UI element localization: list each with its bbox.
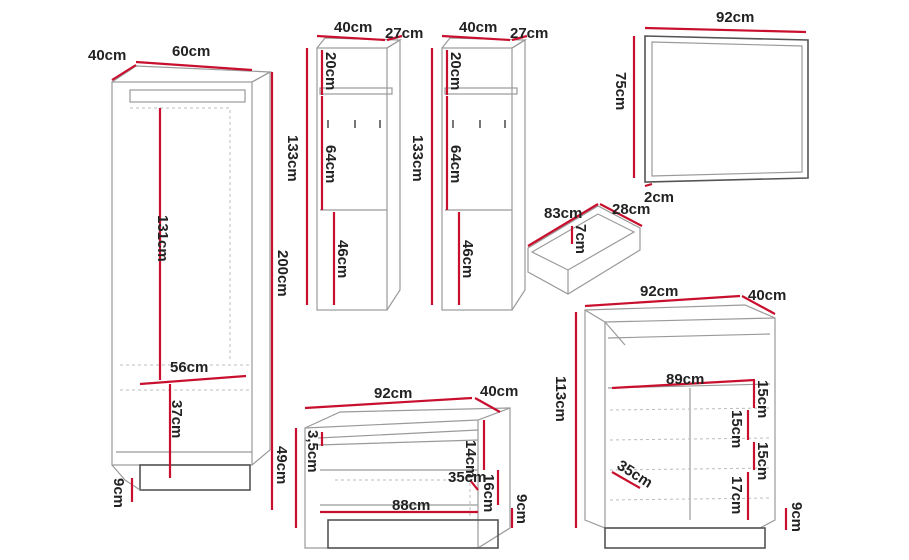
bench-top-label: 3,5cm: [304, 430, 321, 473]
hanger-left-width-label: 40cm: [334, 19, 372, 36]
hanger-left-width-line: [316, 34, 386, 42]
drawer-depth-line: [599, 203, 643, 227]
wardrobe-depth-label: 40cm: [88, 47, 126, 64]
mirror-width-line: [644, 26, 807, 34]
hanger-right-bottom-label: 46cm: [459, 240, 476, 278]
bench: 92cm 40cm 49cm 3,5cm 14cm 35cm 16cm 88cm…: [273, 383, 530, 549]
mirror-width-label: 92cm: [716, 9, 754, 26]
hanger-right-depth-line: [511, 34, 528, 42]
bench-opening-depth-label: 35cm: [448, 469, 486, 486]
hanger-right-height-label: 133cm: [409, 135, 426, 182]
cabinet-depth-line: [741, 295, 776, 315]
drawer-height-label: 7cm: [572, 224, 589, 254]
cabinet-shelf-3-label: 15cm: [754, 442, 771, 480]
hanger-left-depth-line: [386, 34, 403, 42]
mirror-thickness-line: [644, 182, 653, 188]
shoe-cabinet: 92cm 40cm 113cm 89cm 15cm 15cm 15cm 17cm…: [552, 283, 805, 549]
bench-depth-label: 40cm: [480, 383, 518, 400]
hanger-left-depth-label: 27cm: [385, 25, 423, 42]
bench-width-line: [304, 396, 473, 410]
hanger-left-bottom-label: 46cm: [334, 240, 351, 278]
wardrobe: 40cm 60cm 131cm 200cm 56cm 37cm 9cm: [88, 43, 291, 510]
hanger-right-depth-label: 27cm: [510, 25, 548, 42]
cabinet-width-label: 92cm: [640, 283, 678, 300]
wardrobe-width-line: [135, 60, 253, 72]
drawer: 83cm 28cm 7cm: [527, 201, 650, 295]
drawer-width-label: 83cm: [544, 205, 582, 222]
drawer-width-line: [527, 203, 599, 247]
cabinet-bottom-shelf-label: 17cm: [728, 476, 745, 514]
mirror-height-label: 75cm: [612, 72, 629, 110]
hanger-right-top-label: 20cm: [447, 52, 464, 90]
bench-plinth-label: 9cm: [513, 494, 530, 524]
wardrobe-width-label: 60cm: [172, 43, 210, 60]
hanger-right: 40cm 27cm 133cm 20cm 64cm 46cm: [409, 19, 548, 311]
mirror: 92cm 75cm 2cm: [612, 9, 809, 206]
wardrobe-plinth-label: 9cm: [110, 478, 127, 508]
cabinet-plinth-label: 9cm: [788, 502, 805, 532]
wardrobe-upper-height-label: 131cm: [154, 215, 171, 262]
hanger-right-width-line: [441, 34, 511, 42]
hanger-right-width-label: 40cm: [459, 19, 497, 36]
wardrobe-lower-height-label: 37cm: [168, 400, 185, 438]
cabinet-depth-label: 40cm: [748, 287, 786, 304]
bench-height-label: 49cm: [273, 446, 290, 484]
bench-inner-width-label: 88cm: [392, 497, 430, 514]
cabinet-width-line: [584, 294, 741, 308]
wardrobe-inner-width-label: 56cm: [170, 359, 208, 376]
cabinet-shelf-1-label: 15cm: [754, 380, 771, 418]
bench-drawer-label: 14cm: [462, 440, 479, 478]
hanger-left-middle-label: 64cm: [322, 145, 339, 183]
wardrobe-depth-line: [111, 64, 137, 81]
bench-opening-depth-line: [469, 479, 479, 491]
mirror-thickness-label: 2cm: [644, 189, 674, 206]
hanger-left-top-label: 20cm: [322, 52, 339, 90]
bench-opening-height-label: 16cm: [480, 474, 497, 512]
bench-width-label: 92cm: [374, 385, 412, 402]
wardrobe-inner-width-line: [139, 374, 247, 386]
cabinet-shelf-depth-line: [611, 471, 641, 489]
hanger-left: 40cm 27cm 133cm 20cm 64cm 46cm: [284, 19, 423, 311]
cabinet-shelf-2-label: 15cm: [728, 410, 745, 448]
hanger-left-height-label: 133cm: [284, 135, 301, 182]
cabinet-inner-width-line: [611, 378, 756, 390]
drawer-depth-label: 28cm: [612, 201, 650, 218]
cabinet-height-label: 113cm: [552, 376, 569, 422]
cabinet-inner-width-label: 89cm: [666, 371, 704, 388]
bench-depth-line: [474, 397, 501, 413]
hanger-right-middle-label: 64cm: [447, 145, 464, 183]
wardrobe-total-height-label: 200cm: [274, 250, 291, 297]
